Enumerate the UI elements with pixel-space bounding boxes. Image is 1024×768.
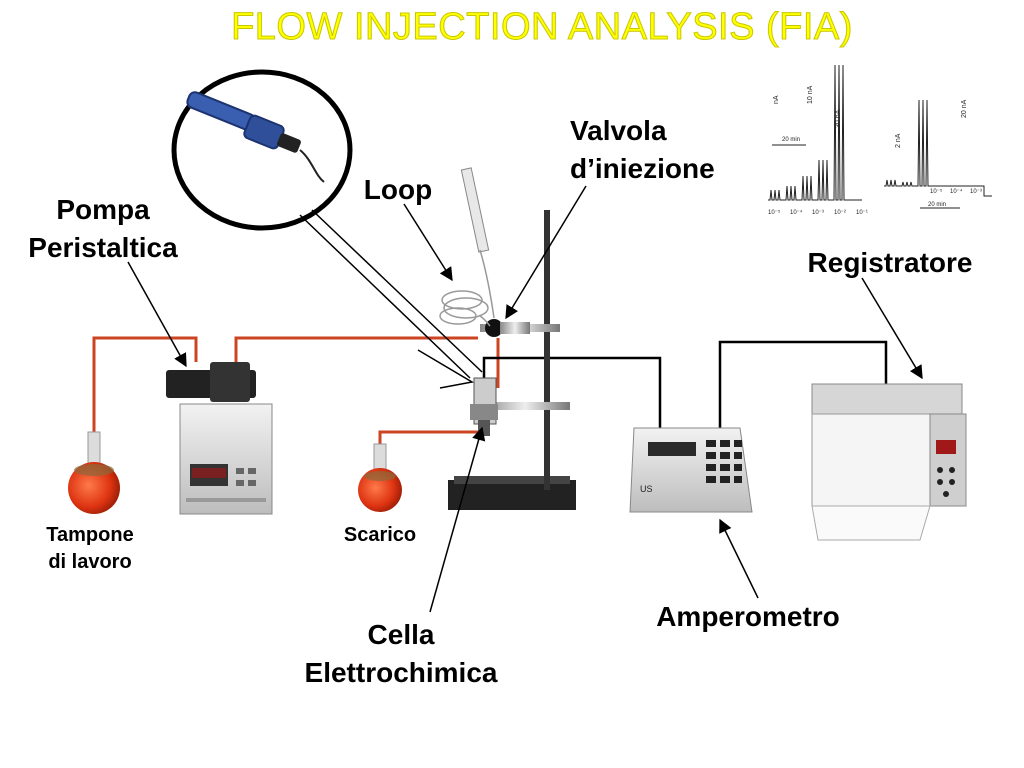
pump-label-line1: Pompa	[56, 194, 150, 225]
recorder-trace-right	[884, 99, 992, 209]
trace-right-tick-0: 10⁻⁵	[930, 188, 943, 195]
trace-left-scale-b: 10 nA	[807, 85, 814, 104]
trace-right-tick-2: 10⁻³	[970, 189, 982, 195]
injection-valve	[485, 319, 530, 337]
injection-syringe	[460, 167, 495, 319]
pump-label: Pompa Peristaltica	[10, 191, 196, 267]
trace-labels: nA 10 nA 30 nA 20 min 2 nA 20 nA 20 min …	[768, 85, 982, 216]
trace-right-scale-a: 2 nA	[895, 133, 902, 148]
trace-left-scale-c: 30 nA	[835, 109, 842, 128]
cell-label: Cella Elettrochimica	[278, 616, 524, 692]
buffer-flask	[68, 431, 120, 514]
amperometer-device: US	[629, 427, 753, 513]
buffer-label-line1: Tampone	[46, 524, 134, 546]
valve-label: Valvola d’iniezione	[570, 112, 750, 188]
peristaltic-pump	[166, 362, 273, 515]
valve-label-line2: d’iniezione	[570, 153, 715, 184]
trace-left-time: 20 min	[782, 137, 800, 143]
cell-label-line2: Elettrochimica	[304, 657, 498, 688]
trace-right-time: 20 min	[928, 202, 946, 208]
loop-coil	[439, 290, 491, 327]
trace-right-tick-1: 10⁻⁴	[950, 188, 963, 195]
recorder-label: Registratore	[807, 247, 973, 278]
pump-label-line2: Peristaltica	[28, 232, 178, 263]
waste-flask	[358, 443, 402, 512]
loop-label: Loop	[363, 174, 433, 205]
magnifier-inset	[171, 69, 483, 389]
recorder-trace-left	[768, 64, 862, 201]
svg-text:US: US	[640, 484, 653, 494]
trace-left-tick-3: 10⁻²	[834, 210, 846, 216]
syringe-closeup-icon	[186, 91, 325, 183]
trace-left-tick-0: 10⁻⁵	[768, 209, 781, 216]
cell-label-line1: Cella	[367, 619, 435, 650]
waste-label: Scarico	[343, 524, 417, 546]
amperometer-label: Amperometro	[656, 601, 840, 632]
buffer-label-line2: di lavoro	[48, 551, 132, 573]
trace-left-tick-2: 10⁻³	[812, 210, 824, 216]
label-arrows	[127, 185, 923, 613]
electrochemical-cell	[470, 377, 498, 436]
stand	[448, 210, 576, 510]
trace-left-tick-4: 10⁻¹	[856, 210, 868, 216]
tubing	[92, 336, 500, 452]
trace-left-tick-1: 10⁻⁴	[790, 209, 803, 216]
buffer-label: Tampone di lavoro	[30, 522, 150, 576]
page-title: FLOW INJECTION ANALYSIS (FIA)	[231, 6, 853, 49]
trace-left-scale-a: nA	[773, 95, 780, 104]
trace-right-scale-b: 20 nA	[961, 99, 968, 118]
recorder-device	[811, 383, 967, 541]
valve-label-line1: Valvola	[570, 115, 667, 146]
